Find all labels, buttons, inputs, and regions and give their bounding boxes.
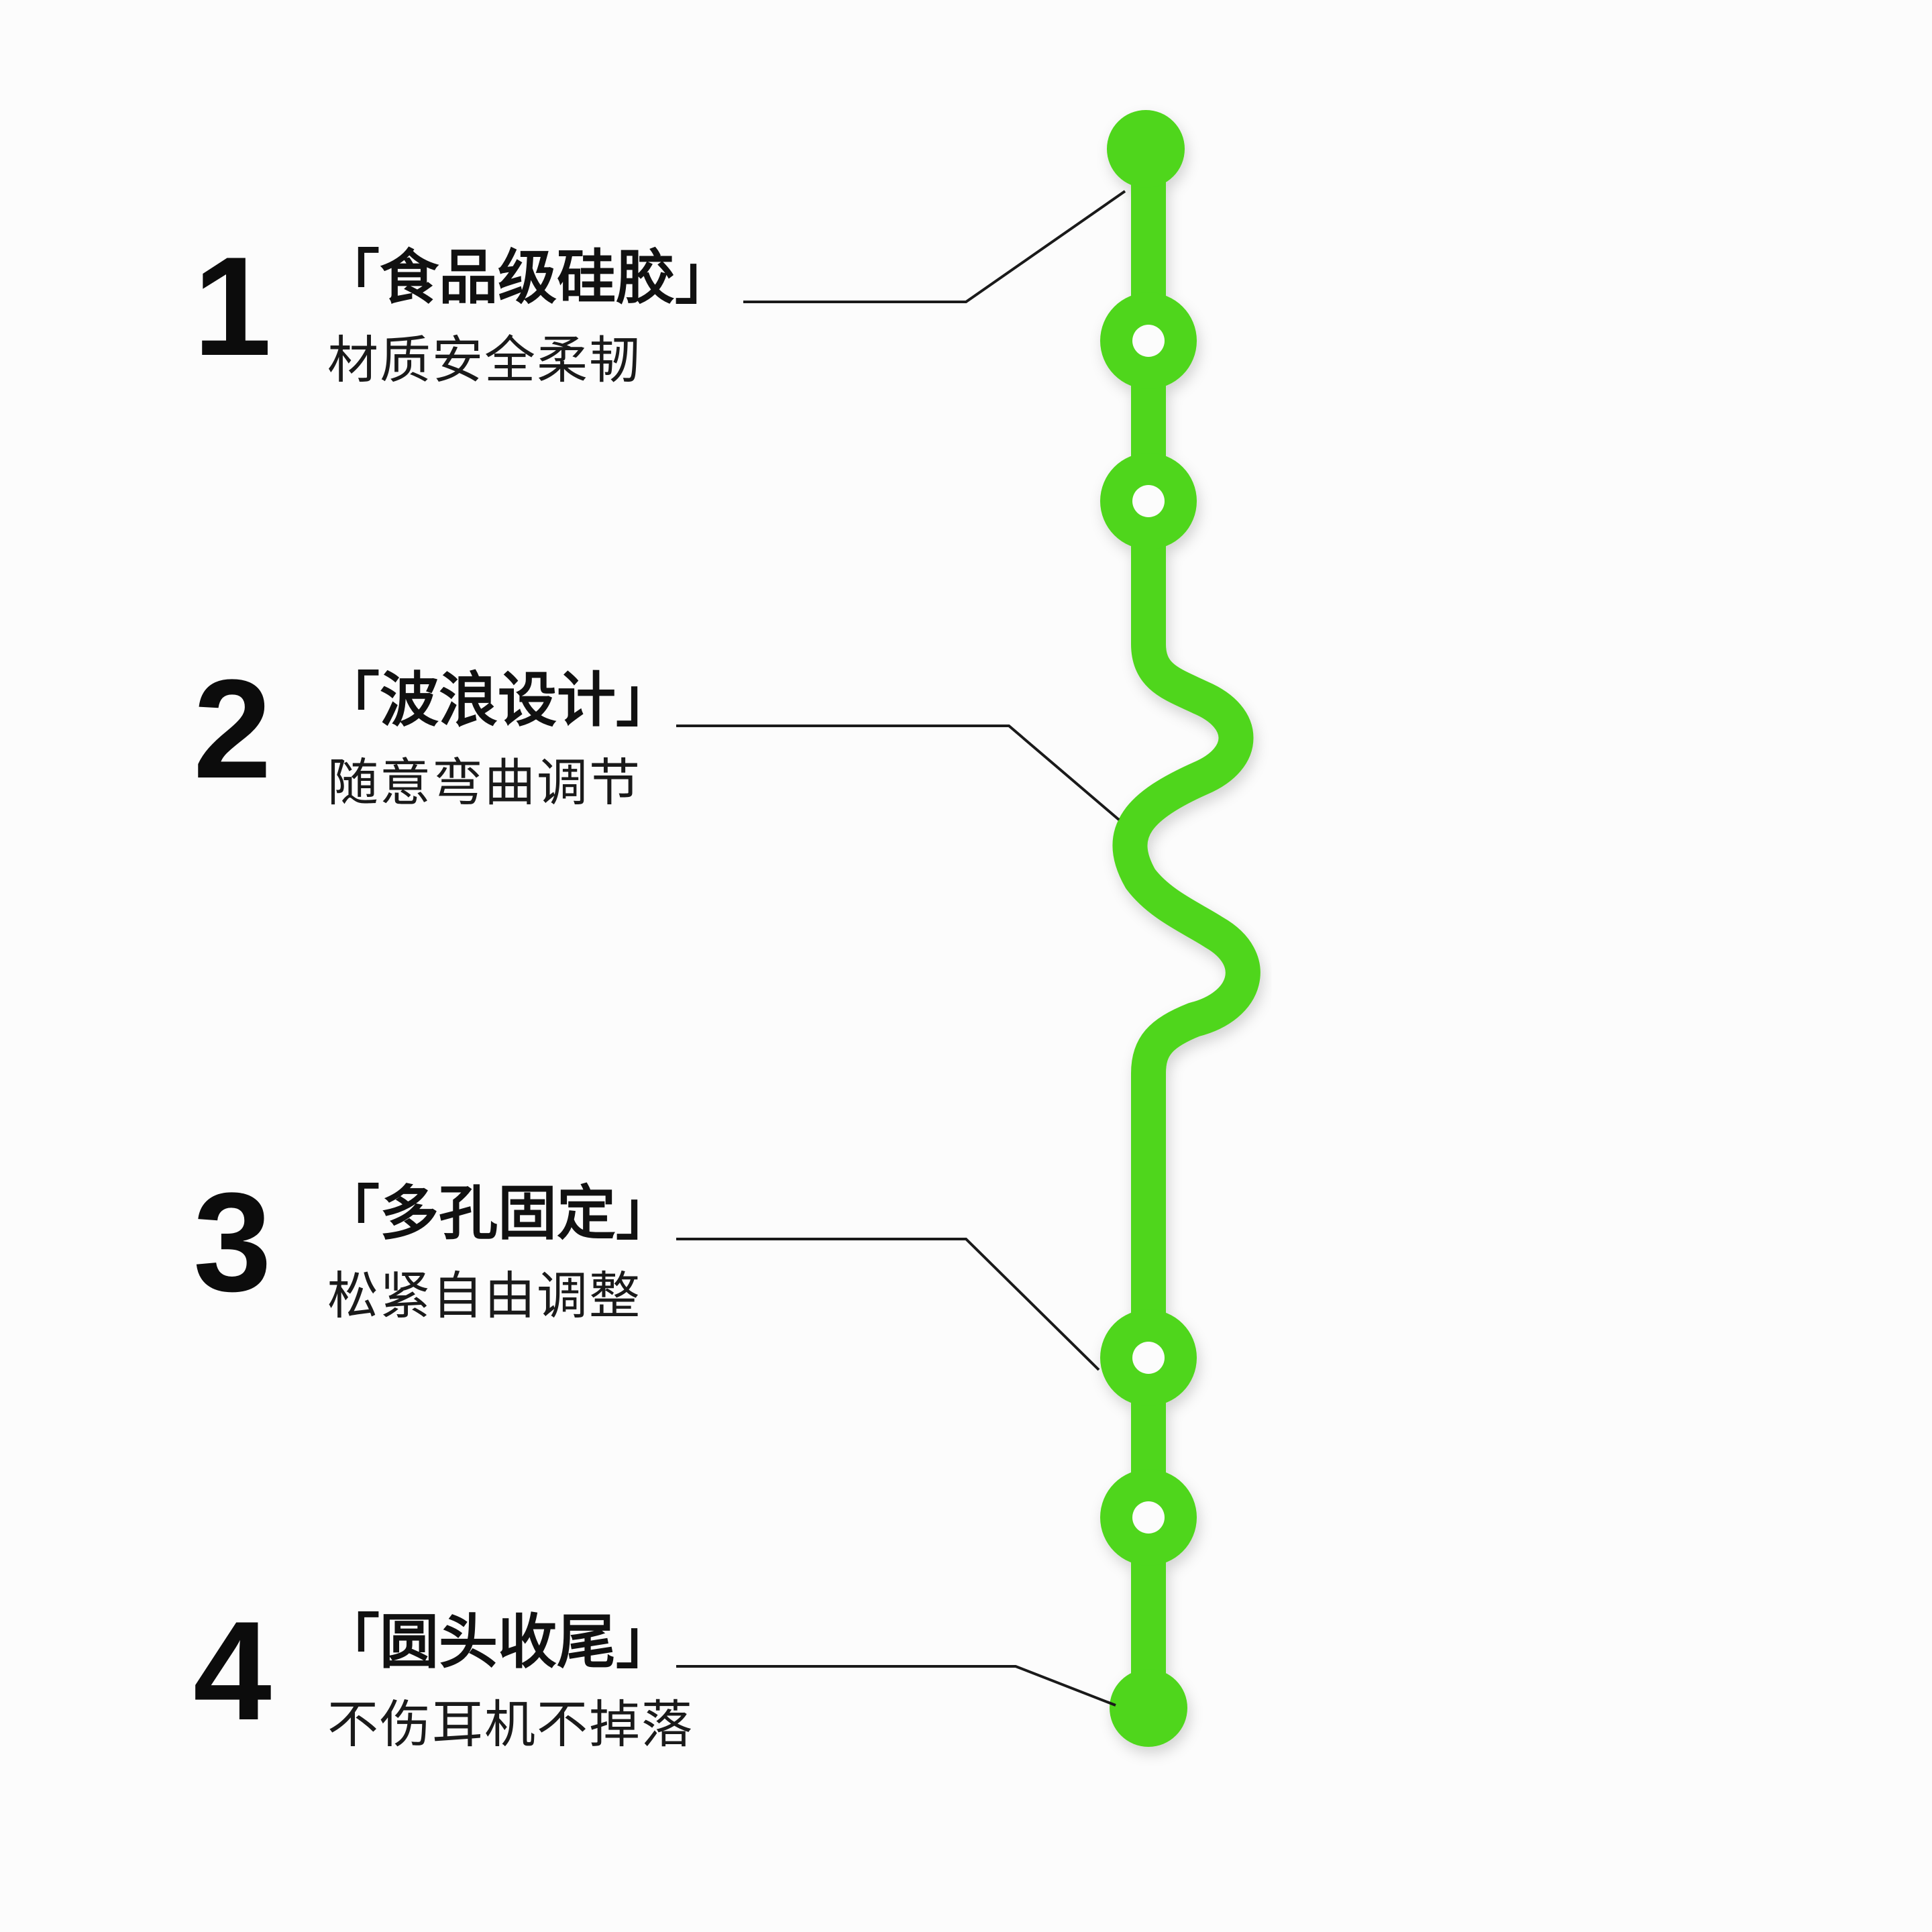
bottom-ball-end xyxy=(1110,1669,1187,1747)
top-ball-end xyxy=(1107,110,1185,188)
leader-line-3 xyxy=(676,1238,1100,1371)
leader-lines xyxy=(676,190,1126,1707)
feature-number: 1 xyxy=(193,227,272,385)
strap-body xyxy=(1112,137,1260,1715)
hole-2 xyxy=(1132,485,1165,517)
leader-line-1 xyxy=(743,190,1126,303)
feature-title: 「波浪设计」 xyxy=(321,665,676,735)
feature-title: 「食品级硅胶」 xyxy=(321,243,735,312)
feature-number: 4 xyxy=(193,1592,272,1750)
feature-description: 不伤耳机不掉落 xyxy=(327,1695,694,1754)
leader-line-2 xyxy=(676,724,1120,821)
feature-title: 「多孔固定」 xyxy=(321,1179,676,1248)
feature-description: 松紧自由调整 xyxy=(327,1266,641,1326)
hole-3 xyxy=(1132,1342,1165,1374)
silicone-cable-strap xyxy=(1100,110,1260,1747)
feature-number: 2 xyxy=(193,650,272,808)
hole-1 xyxy=(1132,325,1165,357)
hole-4 xyxy=(1132,1501,1165,1534)
leader-line-4 xyxy=(676,1665,1116,1707)
feature-description: 材质安全柔韧 xyxy=(327,330,641,390)
feature-description: 随意弯曲调节 xyxy=(327,753,641,812)
feature-number: 3 xyxy=(193,1163,272,1321)
feature-title: 「圆头收尾」 xyxy=(321,1607,676,1676)
